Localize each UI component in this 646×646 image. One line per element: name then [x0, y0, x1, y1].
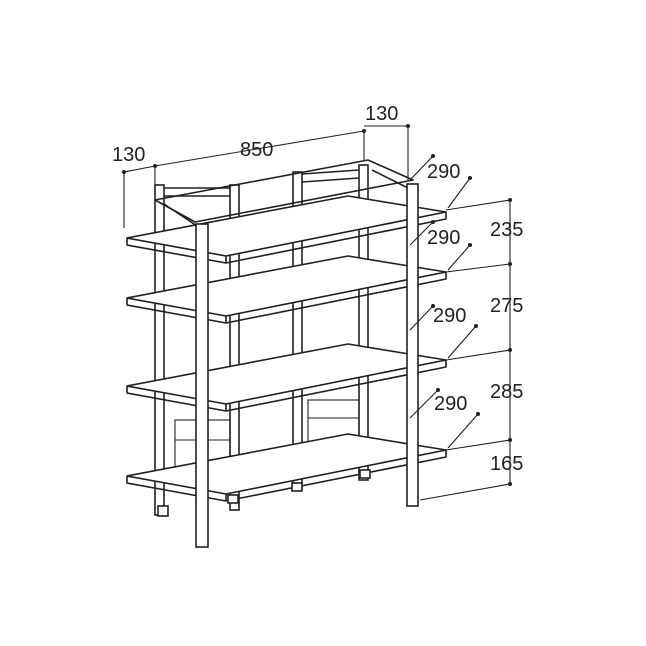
shelf-3: [126, 343, 447, 412]
feet: [157, 469, 371, 517]
depth-dimension-lines: [409, 154, 480, 449]
height-label-2: 275: [490, 295, 523, 317]
front-right-post: [406, 183, 419, 507]
height-label-3: 285: [490, 381, 523, 403]
width-label: 850: [240, 139, 273, 161]
rear-right-ladder-frame: [292, 164, 369, 491]
left-depth-label: 130: [112, 144, 145, 166]
right-depth-label: 130: [365, 103, 398, 125]
top-frame: [154, 159, 414, 229]
shelf-depth-label-1: 290: [427, 161, 460, 183]
shelf-depth-label-4: 290: [434, 393, 467, 415]
height-label-4: 165: [490, 453, 523, 475]
height-dimension-lines: [419, 198, 512, 501]
top-dimension-lines: [122, 124, 410, 228]
shelf-depth-label-2: 290: [427, 227, 460, 249]
shelf-depth-label-3: 290: [433, 305, 466, 327]
height-label-1: 235: [490, 219, 523, 241]
shelf-2: [126, 255, 447, 324]
shelf-1: [126, 195, 447, 264]
front-left-post: [195, 223, 209, 548]
